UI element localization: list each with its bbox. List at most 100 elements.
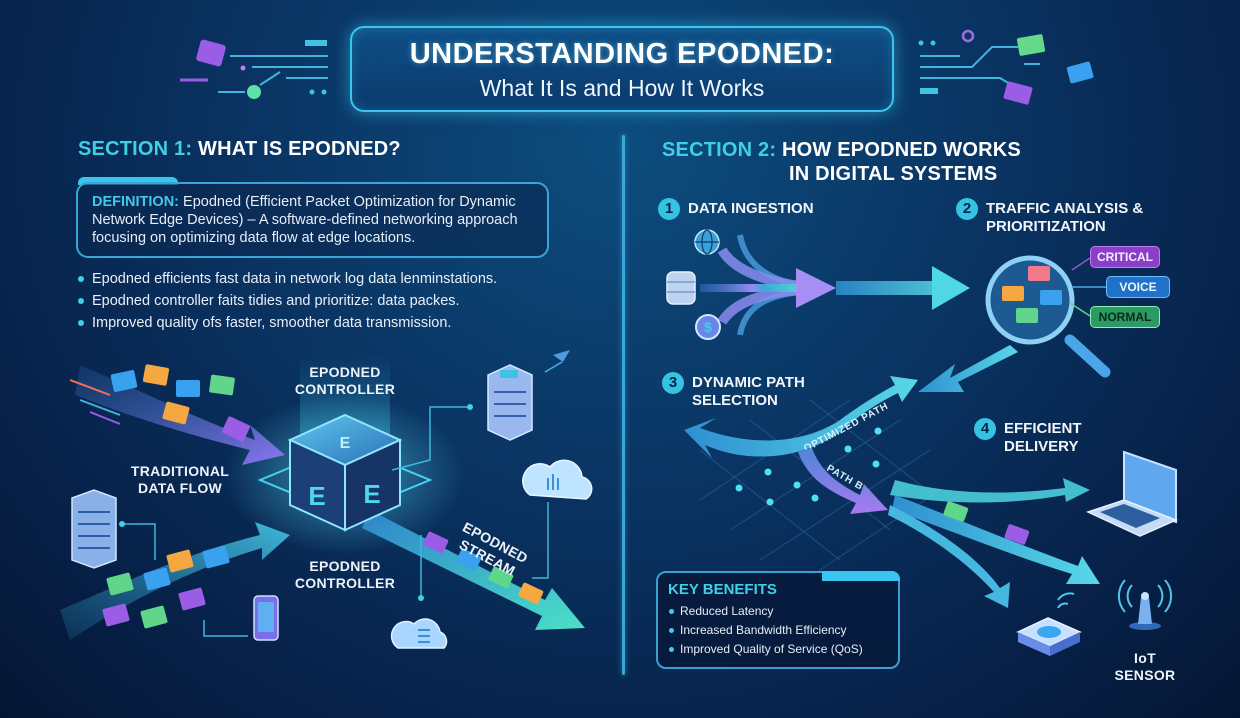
svg-text:$: $: [704, 319, 712, 335]
envelope-icon: [1004, 524, 1030, 545]
section2-heading-accent: SECTION 2:: [662, 139, 777, 161]
label-line: EPODNED: [309, 558, 381, 574]
router-icon: [1016, 592, 1082, 656]
traditional-envelopes: [110, 364, 251, 442]
node-dot: [247, 85, 261, 99]
label-line: SELECTION: [692, 392, 778, 409]
bullet-item: Improved quality ofs faster, smoother da…: [78, 312, 497, 334]
controller-top-label: EPODNED CONTROLLER: [290, 364, 400, 398]
envelope-icon: [1016, 34, 1046, 56]
label-line: TRADITIONAL: [130, 463, 230, 479]
smartphone-icon: [253, 595, 279, 641]
section1-heading-accent: SECTION 1:: [78, 138, 193, 160]
step-number: 1: [658, 198, 680, 220]
laptop-icon: [1085, 450, 1178, 537]
label-line: IoT: [1134, 650, 1156, 666]
inflow-envelopes: [102, 545, 230, 629]
epodned-stream-arrow: [362, 510, 585, 630]
section2-heading-line1: HOW EPODNED WORKS: [782, 139, 1021, 161]
bullet-item: Epodned controller faits tidies and prio…: [78, 290, 497, 312]
key-benefits-list: Reduced Latency Increased Bandwidth Effi…: [668, 602, 888, 659]
label-line: SENSOR: [1114, 667, 1176, 683]
envelope-icon: [1003, 81, 1033, 105]
label-line: DATA FLOW: [137, 480, 223, 496]
cube-letter-right: E: [363, 479, 380, 509]
envelope-icon: [102, 603, 130, 627]
definition-tab: [78, 177, 178, 185]
magnifier-icon: [985, 255, 1111, 378]
envelope-icon: [456, 548, 482, 571]
path-b-arrow: PATH B: [798, 448, 888, 514]
key-benefits-box: KEY BENEFITS Reduced Latency Increased B…: [656, 571, 900, 669]
tag-voice: VOICE: [1106, 276, 1170, 298]
envelope-icon: [943, 501, 969, 522]
label-line: DATA INGESTION: [688, 200, 814, 217]
bullet-item: Epodned efficients fast data in network …: [78, 268, 497, 290]
step-label: EFFICIENT DELIVERY: [1004, 420, 1082, 456]
dollar-coin-icon: $: [695, 314, 721, 340]
step-label: DATA INGESTION: [688, 200, 814, 218]
section1-heading-text: WHAT IS EPODNED?: [198, 138, 401, 160]
label-line: EFFICIENT: [1004, 420, 1082, 437]
definition-box: DEFINITION: Epodned (Efficient Packet Op…: [76, 182, 549, 258]
label-line: EPODNED: [309, 364, 381, 380]
cloud-icon: [522, 459, 593, 500]
server-icon: [487, 364, 533, 441]
envelope-icon: [202, 545, 230, 569]
label-line: CONTROLLER: [294, 575, 396, 591]
envelope-icon: [518, 582, 544, 605]
step-number: 3: [662, 372, 684, 394]
benefit-item: Reduced Latency: [668, 602, 888, 621]
step-label: TRAFFIC ANALYSIS & PRIORITIZATION: [986, 200, 1143, 236]
definition-text: Epodned (Efficient Packet Optimization f…: [92, 194, 518, 246]
page-subtitle: What It Is and How It Works: [479, 75, 765, 101]
iot-sensor-label: IoT SENSOR: [1110, 650, 1180, 684]
envelope-icon: [423, 531, 449, 554]
envelope-icon: [110, 370, 138, 392]
section2-heading: SECTION 2: HOW EPODNED WORKS IN DIGITAL …: [662, 138, 1021, 186]
definition-label: DEFINITION:: [92, 194, 179, 210]
step-number: 2: [956, 198, 978, 220]
section1-heading: SECTION 1: WHAT IS EPODNED?: [78, 138, 401, 161]
envelope-icon: [142, 364, 170, 386]
envelope-icon: [106, 572, 134, 596]
envelope-icon: [140, 605, 168, 629]
return-arrow: [918, 345, 1018, 392]
cube-letter-left: E: [308, 481, 325, 511]
benefit-item: Increased Bandwidth Efficiency: [668, 621, 888, 640]
envelope-icon: [209, 374, 235, 396]
envelope-icon: [178, 587, 206, 611]
section-divider: [622, 135, 625, 675]
envelope-icon: [176, 380, 200, 397]
delivery-arrows: [888, 478, 1100, 608]
label-line: TRAFFIC ANALYSIS &: [986, 200, 1144, 217]
grid-nodes: [735, 427, 882, 506]
page-title: UNDERSTANDING EPODNED:: [409, 38, 835, 70]
antenna-icon: [1117, 579, 1173, 630]
envelope-icon: [488, 566, 514, 589]
section1-bullets: Epodned efficients fast data in network …: [78, 268, 497, 334]
controller-bottom-label: EPODNED CONTROLLER: [285, 558, 405, 592]
step-4: 4 EFFICIENT DELIVERY: [974, 418, 1082, 456]
step-1: 1 DATA INGESTION: [658, 198, 814, 220]
label-line: PRIORITIZATION: [986, 218, 1106, 235]
decoration-top-right: [918, 29, 1094, 105]
epodned-controller-cube: E E E: [257, 413, 433, 532]
step-number: 4: [974, 418, 996, 440]
envelope-icon: [162, 401, 190, 425]
envelope-icon: [1066, 61, 1094, 84]
cloud-icon: [390, 618, 448, 649]
server-icon: [71, 489, 117, 569]
step-2: 2 TRAFFIC ANALYSIS & PRIORITIZATION: [956, 198, 1143, 236]
envelope-icon: [196, 39, 226, 67]
envelope-icon: [143, 567, 171, 591]
ingestion-flow: [700, 234, 970, 336]
title-banner: UNDERSTANDING EPODNED: What It Is and Ho…: [350, 26, 894, 112]
tag-normal: NORMAL: [1090, 306, 1160, 328]
label-line: CONTROLLER: [294, 381, 396, 397]
database-icon: [666, 271, 696, 305]
key-benefits-tab: [822, 571, 900, 581]
label-line: DELIVERY: [1004, 438, 1079, 455]
step-3: 3 DYNAMIC PATH SELECTION: [662, 372, 805, 410]
